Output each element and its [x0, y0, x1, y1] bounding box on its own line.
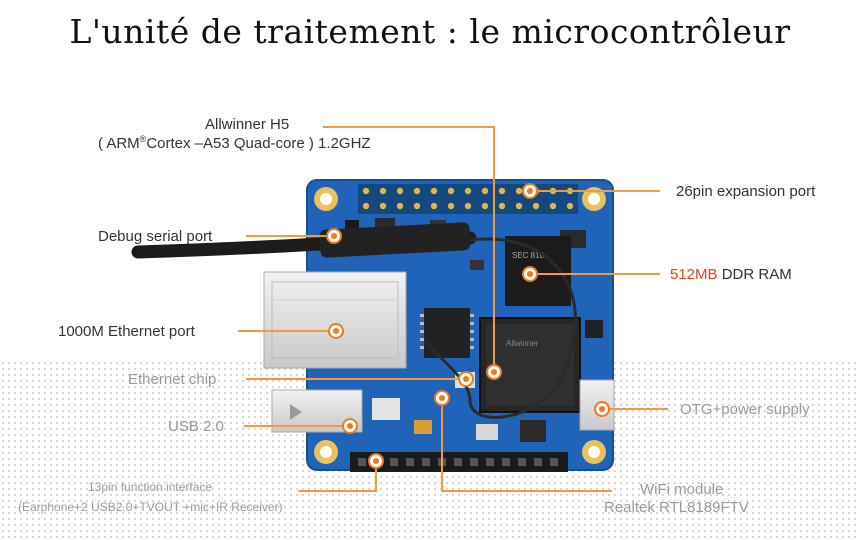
debug-port-label: Debug serial port	[98, 228, 213, 245]
ram-type: DDR RAM	[717, 266, 792, 283]
expansion-port-label: 26pin expansion port	[676, 183, 816, 200]
marker-ram	[522, 266, 538, 282]
marker-eth-chip	[458, 371, 474, 387]
cpu-spec-suffix: Cortex –A53 Quad-core ) 1.2GHZ	[146, 135, 371, 152]
ethernet-chip	[420, 308, 474, 358]
wifi-label: WiFi module	[640, 481, 724, 498]
leader-lines	[238, 126, 668, 492]
ram-label: 512MB DDR RAM	[670, 266, 792, 283]
marker-expansion	[522, 183, 538, 199]
cpu-spec-label: ( ARM®Cortex –A53 Quad-core ) 1.2GHZ	[98, 134, 371, 152]
svg-text:SEC 810: SEC 810	[512, 251, 545, 260]
cpu-spec-prefix: ( ARM	[98, 135, 140, 152]
debug-cable	[131, 222, 477, 259]
ethernet-jack	[263, 271, 407, 369]
ethernet-chip-label: Ethernet chip	[128, 371, 217, 388]
cpu-label: Allwinner H5	[205, 116, 290, 133]
svg-text:Allwinner: Allwinner	[506, 339, 539, 348]
usb-label: USB 2.0	[168, 418, 224, 435]
marker-ethernet	[328, 323, 344, 339]
marker-usb	[342, 418, 358, 434]
expansion-header	[358, 184, 578, 214]
cpu-chip: Allwinner	[479, 317, 581, 413]
ram-size: 512MB	[670, 266, 718, 283]
marker-function	[368, 453, 384, 469]
marker-wifi	[434, 390, 450, 406]
ethernet-port-label: 1000M Ethernet port	[58, 323, 195, 340]
function-interface-detail: (Earphone+2 USB2.0+TVOUT +mic+IR Receive…	[18, 500, 283, 514]
wifi-chip-label: Realtek RTL8189FTV	[604, 499, 749, 516]
page-title: L'unité de traitement : le microcontrôle…	[69, 12, 791, 51]
otg-label: OTG+power supply	[680, 401, 810, 418]
marker-debug	[326, 228, 342, 244]
function-interface-label: 13pin function interface	[88, 480, 213, 494]
registered-mark: ®	[139, 134, 147, 144]
markers	[326, 183, 610, 469]
marker-otg	[594, 401, 610, 417]
marker-cpu	[486, 364, 502, 380]
